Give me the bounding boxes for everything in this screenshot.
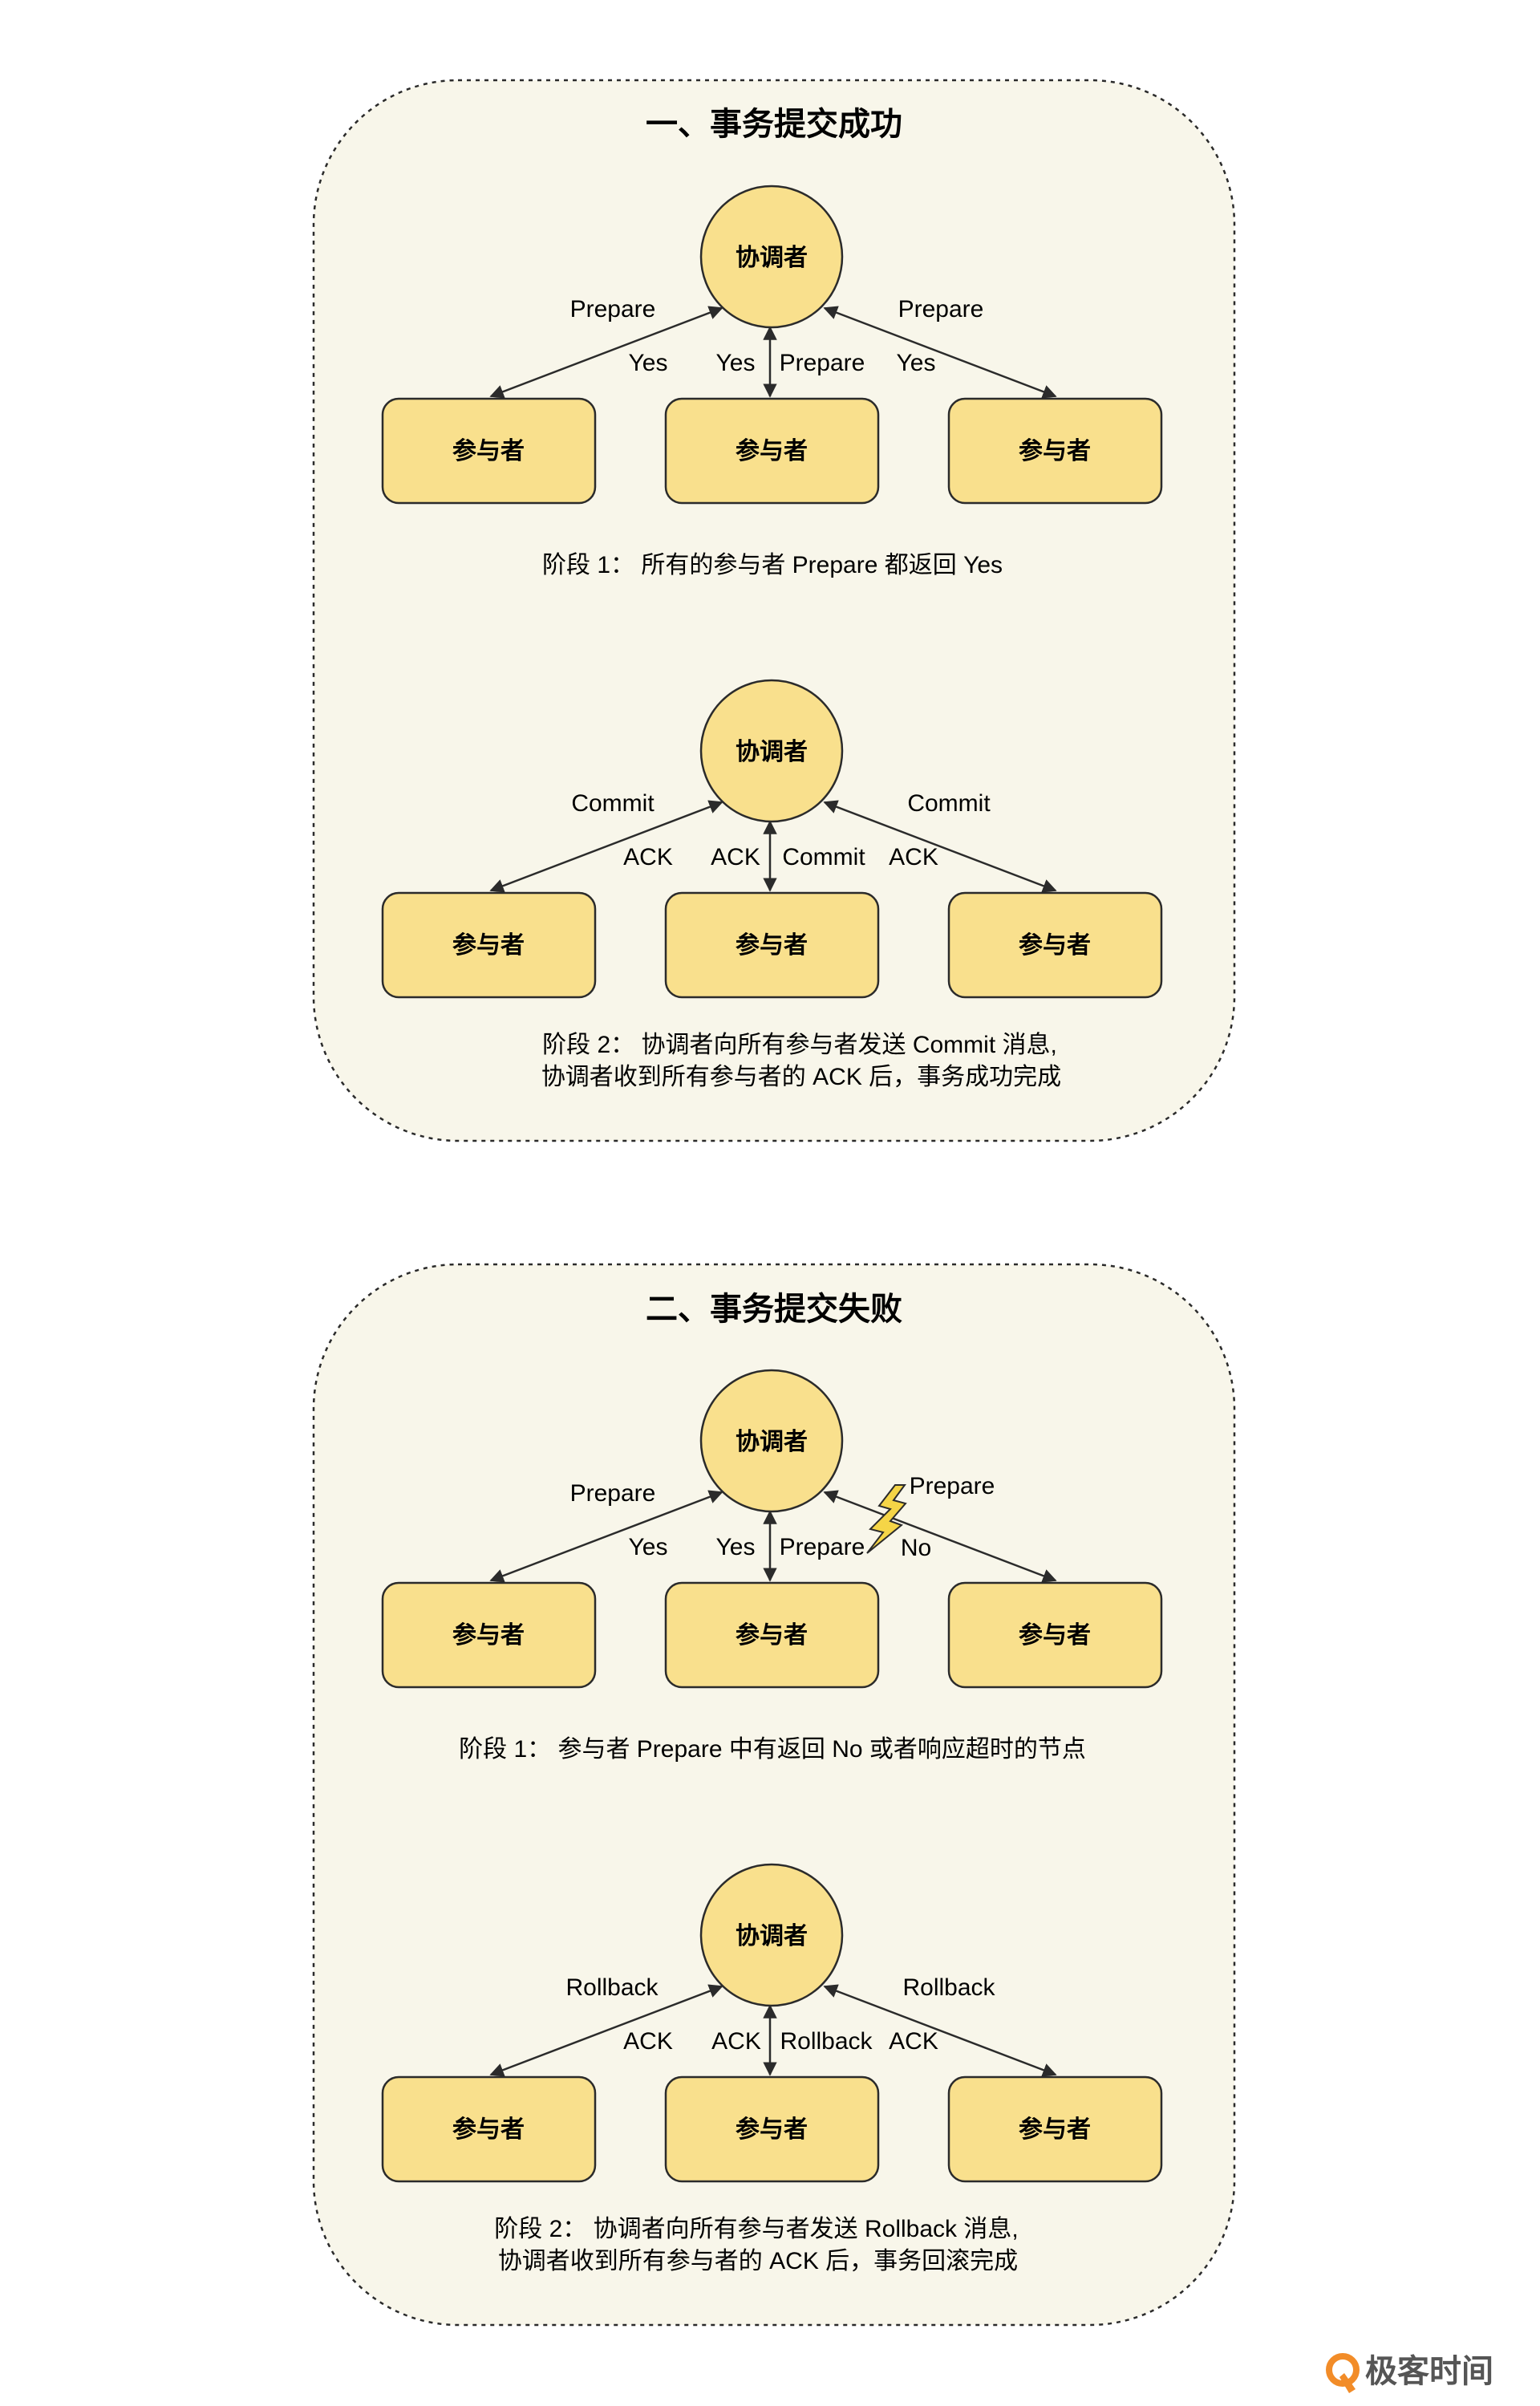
participant-label-right: 参与者 bbox=[1019, 2116, 1091, 2143]
geektime-logo-icon bbox=[1326, 2353, 1360, 2393]
right-reply-label: ACK bbox=[889, 844, 938, 870]
mid-send-label: Prepare bbox=[780, 350, 865, 376]
participant-node-left bbox=[381, 1581, 597, 1689]
participant-label-left: 参与者 bbox=[452, 932, 525, 959]
right-prepare-arrow bbox=[823, 306, 1057, 399]
right-reply-label: No bbox=[901, 1535, 931, 1561]
participant-node-right bbox=[947, 397, 1163, 505]
participant-label-left: 参与者 bbox=[452, 2116, 525, 2143]
success-phase2-group: 协调者 参与者 参与者 参与者 Commit ACK ACK Commit Co… bbox=[381, 679, 1163, 1090]
left-send-label: Prepare bbox=[570, 296, 656, 323]
coordinator-node bbox=[699, 679, 844, 823]
lightning-failure-icon bbox=[866, 1484, 907, 1554]
participant-label-left: 参与者 bbox=[452, 438, 525, 465]
right-commit-arrow bbox=[823, 800, 1057, 893]
participant-label-middle: 参与者 bbox=[736, 932, 808, 959]
mid-reply-label: ACK bbox=[711, 844, 760, 870]
right-rollback-arrow bbox=[823, 1984, 1057, 2077]
right-reply-label: ACK bbox=[889, 2028, 938, 2055]
participant-node-right bbox=[947, 891, 1163, 999]
left-send-label: Rollback bbox=[565, 1974, 659, 2001]
mid-send-label: Commit bbox=[782, 844, 865, 870]
participant-node-middle bbox=[664, 397, 880, 505]
participant-label-right: 参与者 bbox=[1019, 438, 1091, 465]
left-reply-label: Yes bbox=[629, 350, 668, 376]
participant-label-right: 参与者 bbox=[1019, 932, 1091, 959]
participant-node-left bbox=[381, 2075, 597, 2183]
phase2-caption-line1: 阶段 2： 协调者向所有参与者发送 Rollback 消息, bbox=[494, 2216, 1018, 2242]
phase1-caption: 阶段 1： 所有的参与者 Prepare 都返回 Yes bbox=[542, 552, 1003, 578]
failure-phase1-group: 协调者 参与者 参与者 参与者 Prepare Yes Yes Prepare … bbox=[381, 1369, 1163, 1763]
participant-node-left bbox=[381, 397, 597, 505]
mid-reply-label: Yes bbox=[716, 350, 756, 376]
failure-phase2-group: 协调者 参与者 参与者 参与者 Rollback ACK ACK Rollbac… bbox=[381, 1863, 1163, 2274]
participant-node-middle bbox=[664, 891, 880, 999]
participant-label-middle: 参与者 bbox=[736, 2116, 808, 2143]
left-reply-label: Yes bbox=[629, 1534, 668, 1560]
coordinator-node bbox=[699, 1369, 844, 1513]
phase2-caption-line1: 阶段 2： 协调者向所有参与者发送 Commit 消息, bbox=[542, 1032, 1057, 1058]
mid-send-label: Prepare bbox=[780, 1534, 865, 1560]
failure-title: 二、事务提交失败 bbox=[646, 1292, 902, 1327]
left-send-label: Prepare bbox=[570, 1480, 656, 1507]
left-prepare-arrow bbox=[489, 306, 723, 399]
coordinator-label: 协调者 bbox=[736, 1429, 808, 1455]
right-send-label: Prepare bbox=[898, 296, 984, 323]
watermark-text: 极客时间 bbox=[1365, 2354, 1493, 2389]
participant-node-middle bbox=[664, 2075, 880, 2183]
right-prepare-arrow bbox=[823, 1490, 1057, 1583]
success-phase1-group: 协调者 参与者 参与者 参与者 Prepare Yes Yes Prepare … bbox=[381, 185, 1163, 578]
coordinator-node bbox=[699, 1863, 844, 2007]
left-commit-arrow bbox=[489, 800, 723, 893]
right-send-label: Prepare bbox=[910, 1473, 995, 1499]
coordinator-label: 协调者 bbox=[736, 739, 808, 765]
success-title: 一、事务提交成功 bbox=[646, 107, 902, 142]
participant-node-right bbox=[947, 1581, 1163, 1689]
participant-label-left: 参与者 bbox=[452, 1622, 525, 1649]
mid-send-label: Rollback bbox=[780, 2028, 873, 2055]
participant-node-middle bbox=[664, 1581, 880, 1689]
participant-label-middle: 参与者 bbox=[736, 1622, 808, 1649]
left-reply-label: ACK bbox=[623, 844, 673, 870]
phase2-caption-line2: 协调者收到所有参与者的 ACK 后，事务回滚完成 bbox=[498, 2248, 1018, 2274]
right-reply-label: Yes bbox=[897, 350, 936, 376]
coordinator-node bbox=[699, 185, 844, 329]
participant-label-right: 参与者 bbox=[1019, 1622, 1091, 1649]
coordinator-label: 协调者 bbox=[736, 245, 808, 271]
left-reply-label: ACK bbox=[623, 2028, 673, 2055]
participant-node-left bbox=[381, 891, 597, 999]
coordinator-label: 协调者 bbox=[736, 1923, 808, 1950]
right-send-label: Rollback bbox=[902, 1974, 995, 2001]
participant-label-middle: 参与者 bbox=[736, 438, 808, 465]
left-rollback-arrow bbox=[489, 1984, 723, 2077]
participant-node-right bbox=[947, 2075, 1163, 2183]
mid-reply-label: Yes bbox=[716, 1534, 756, 1560]
left-send-label: Commit bbox=[571, 790, 654, 817]
right-send-label: Commit bbox=[907, 790, 991, 817]
left-prepare-arrow bbox=[489, 1490, 723, 1583]
phase1-caption: 阶段 1： 参与者 Prepare 中有返回 No 或者响应超时的节点 bbox=[459, 1736, 1086, 1763]
geektime-watermark: 极客时间 bbox=[1326, 2353, 1493, 2393]
phase2-caption-line2: 协调者收到所有参与者的 ACK 后，事务成功完成 bbox=[541, 1064, 1061, 1090]
mid-reply-label: ACK bbox=[711, 2028, 761, 2055]
